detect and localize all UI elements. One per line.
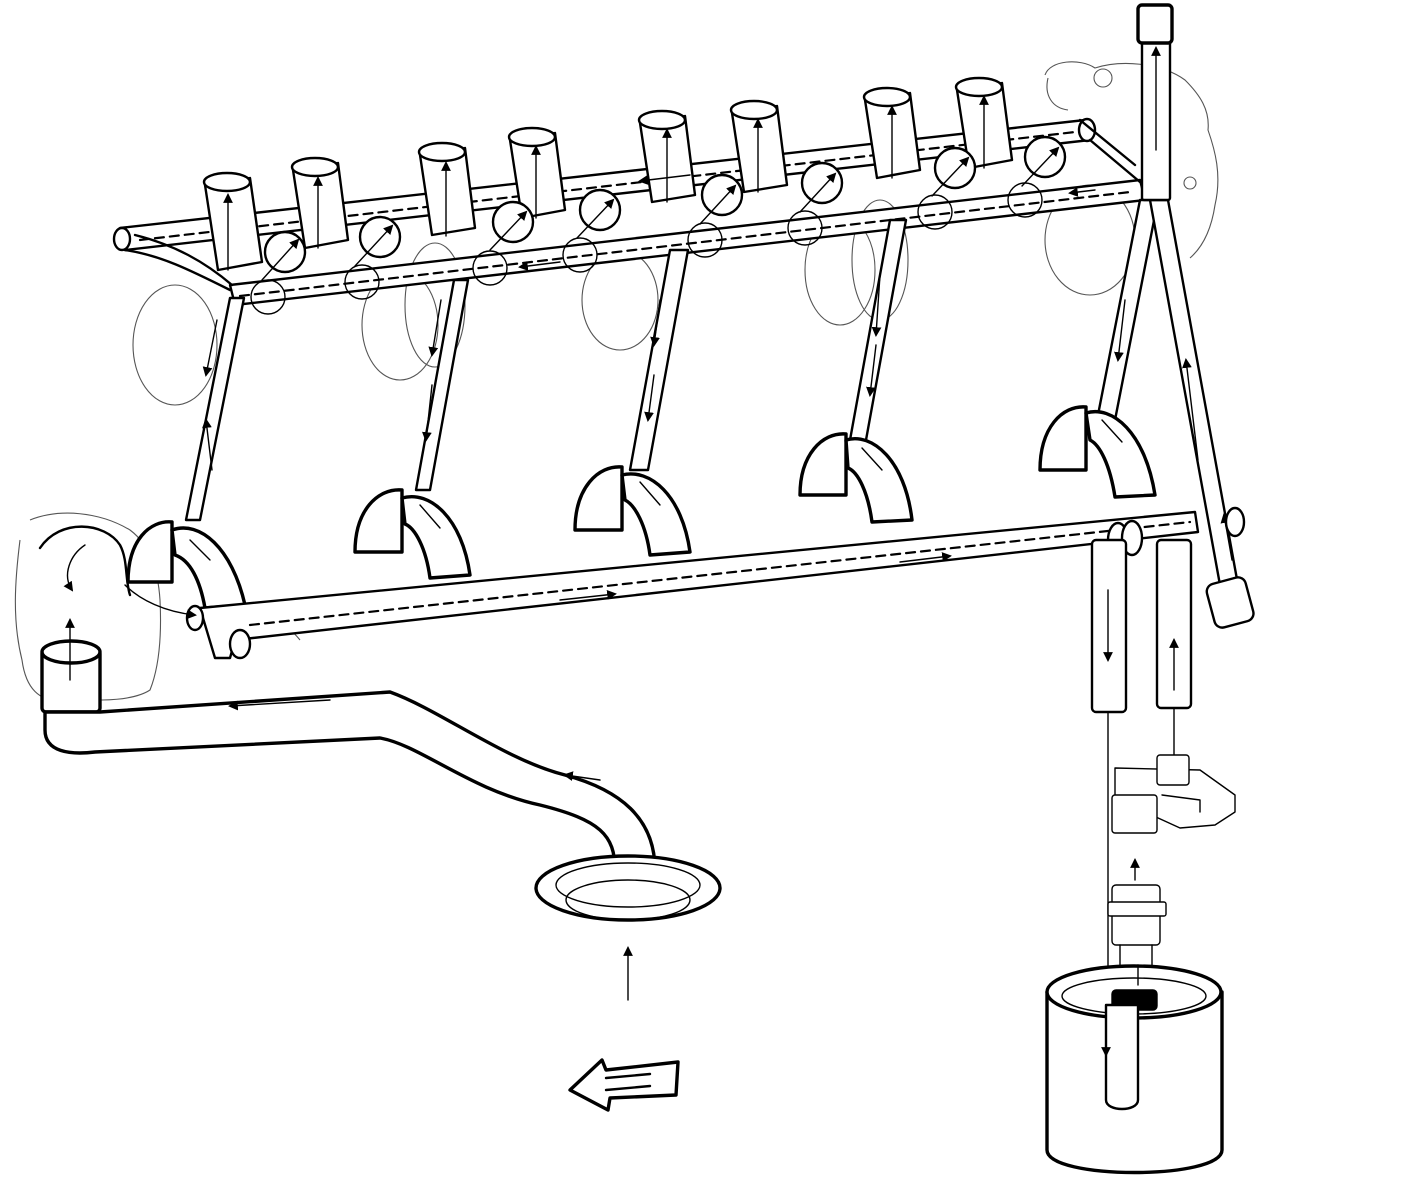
- oil-pump: [38, 525, 197, 714]
- lifter-bore-7: [862, 86, 922, 180]
- crankshaft-main-bearing-1: [126, 520, 247, 610]
- lifter-bore-1: [202, 171, 264, 272]
- lifter-bore-8: [954, 76, 1014, 170]
- crankshaft-main-bearing-5: [1038, 405, 1157, 499]
- lifter-bore-5: [637, 109, 697, 204]
- crankshaft-main-bearing-3: [573, 465, 692, 557]
- crankshaft-main-bearing-2: [353, 488, 472, 580]
- oil-pickup-screen: [534, 854, 722, 1001]
- oil-filter: [1045, 964, 1224, 1175]
- lifter-bore-2: [290, 156, 350, 250]
- back-rail-lifter-bores: [202, 76, 1014, 272]
- oil-pickup-tube: [43, 690, 657, 872]
- lifter-bore-6: [729, 99, 789, 194]
- oil-filter-adapter: [1111, 754, 1236, 881]
- oil-outlet-riser: [1136, 3, 1174, 202]
- lifter-bore-4: [507, 126, 567, 220]
- rail-flow-arrows: [518, 174, 1096, 271]
- main-bearings: [126, 405, 1157, 610]
- oil-pressure-sender: [1107, 884, 1167, 966]
- lifter-bore-3: [417, 141, 477, 237]
- crankshaft-main-bearing-4: [798, 432, 914, 524]
- oil-filter-adapter-tubes: [1090, 538, 1193, 1001]
- front-direction-arrow: [568, 1058, 680, 1112]
- front-rail-lifter-bores: [250, 135, 1067, 315]
